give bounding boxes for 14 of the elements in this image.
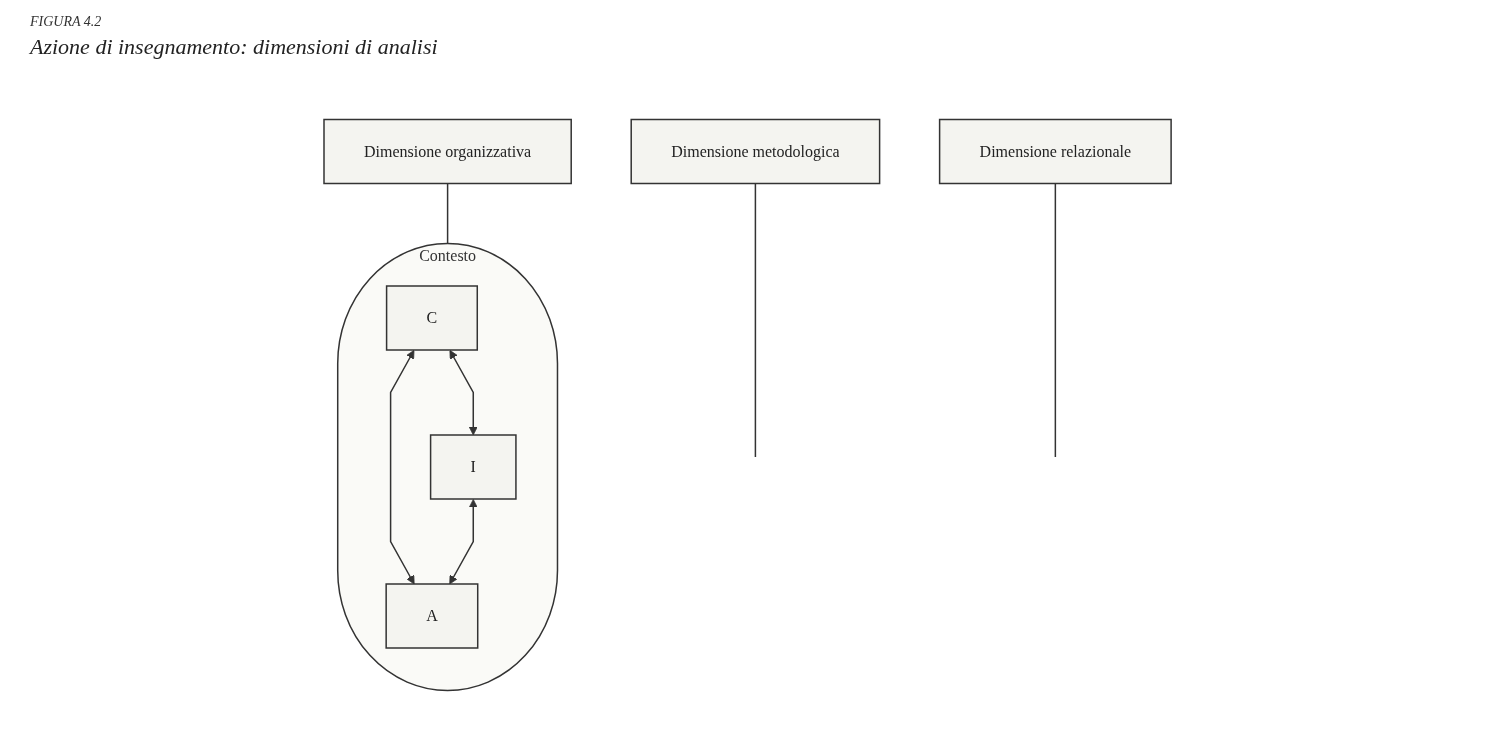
node-box: Dimensione metodologica: [630, 118, 881, 185]
node-box: I: [430, 434, 518, 500]
node-box: Dimensione organizzativa: [323, 118, 573, 185]
node-box: A: [385, 583, 479, 649]
figure-number: FIGURA 4.2: [30, 14, 102, 30]
connector: [755, 182, 757, 458]
connector: [1055, 182, 1057, 458]
node-box: Dimensione relazionale: [939, 118, 1173, 185]
connector: [447, 182, 449, 245]
arrow: [390, 349, 415, 585]
node-box: C: [386, 285, 479, 351]
arrow: [449, 499, 479, 585]
arrow: [449, 349, 479, 436]
figure-title: Azione di insegnamento: dimensioni di analisi: [30, 34, 438, 60]
